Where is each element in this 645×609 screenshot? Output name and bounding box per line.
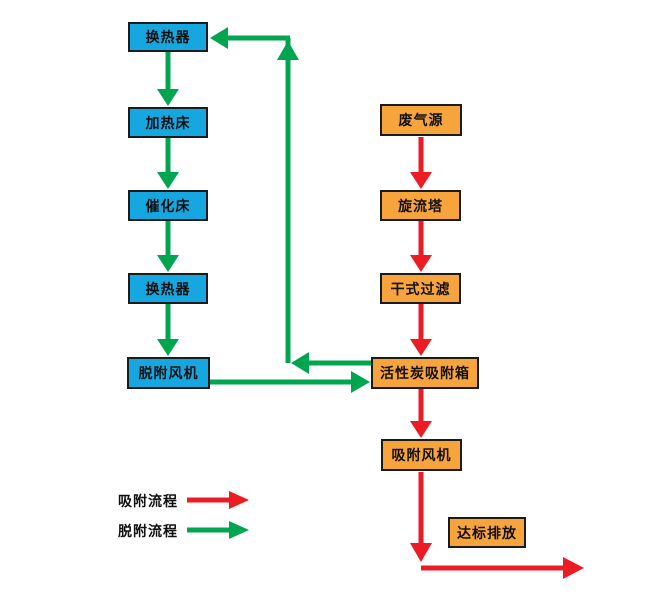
arrow-catalytic-bed-to-heat-exchanger-2 xyxy=(157,221,179,272)
arrow-adsorption-fan-down xyxy=(410,472,432,562)
arrow-waste-gas-to-cyclone-tower xyxy=(410,137,432,189)
node-activated-carbon-adsorption-box: 活性炭吸附箱 xyxy=(371,357,479,389)
node-heating-bed: 加热床 xyxy=(128,107,208,138)
node-waste-gas-source: 废气源 xyxy=(380,104,462,136)
arrow-discharge-right xyxy=(421,557,584,579)
node-cyclone-tower: 旋流塔 xyxy=(380,190,461,221)
legend-label-desorption-process: 脱附流程 xyxy=(118,524,178,540)
arrow-cyclone-tower-to-dry-filter xyxy=(410,221,432,272)
legend-green-arrow-icon xyxy=(187,521,249,539)
node-adsorption-fan: 吸附风机 xyxy=(381,439,462,471)
node-catalytic-bed: 催化床 xyxy=(128,190,208,221)
node-heat-exchanger-2: 换热器 xyxy=(128,273,208,304)
legend-label-adsorption-process: 吸附流程 xyxy=(118,494,178,510)
arrow-heat-exchanger-to-heating-bed xyxy=(157,51,179,106)
arrow-dry-filter-to-adsorption-box xyxy=(410,304,432,356)
node-heat-exchanger-top: 换热器 xyxy=(128,22,208,52)
arrow-desorption-fan-to-adsorption-box xyxy=(210,371,370,393)
node-desorption-fan: 脱附风机 xyxy=(127,357,210,389)
arrow-heat-exchanger-2-to-desorption-fan xyxy=(157,304,179,356)
node-compliant-discharge: 达标排放 xyxy=(448,517,526,548)
legend-red-arrow-icon xyxy=(187,491,249,509)
arrow-heating-bed-to-catalytic-bed xyxy=(157,138,179,189)
arrow-adsorption-box-to-adsorption-fan xyxy=(410,389,432,438)
arrow-adsorption-box-to-heat-exchanger-loop xyxy=(210,27,371,374)
node-dry-filter: 干式过滤 xyxy=(380,273,461,304)
